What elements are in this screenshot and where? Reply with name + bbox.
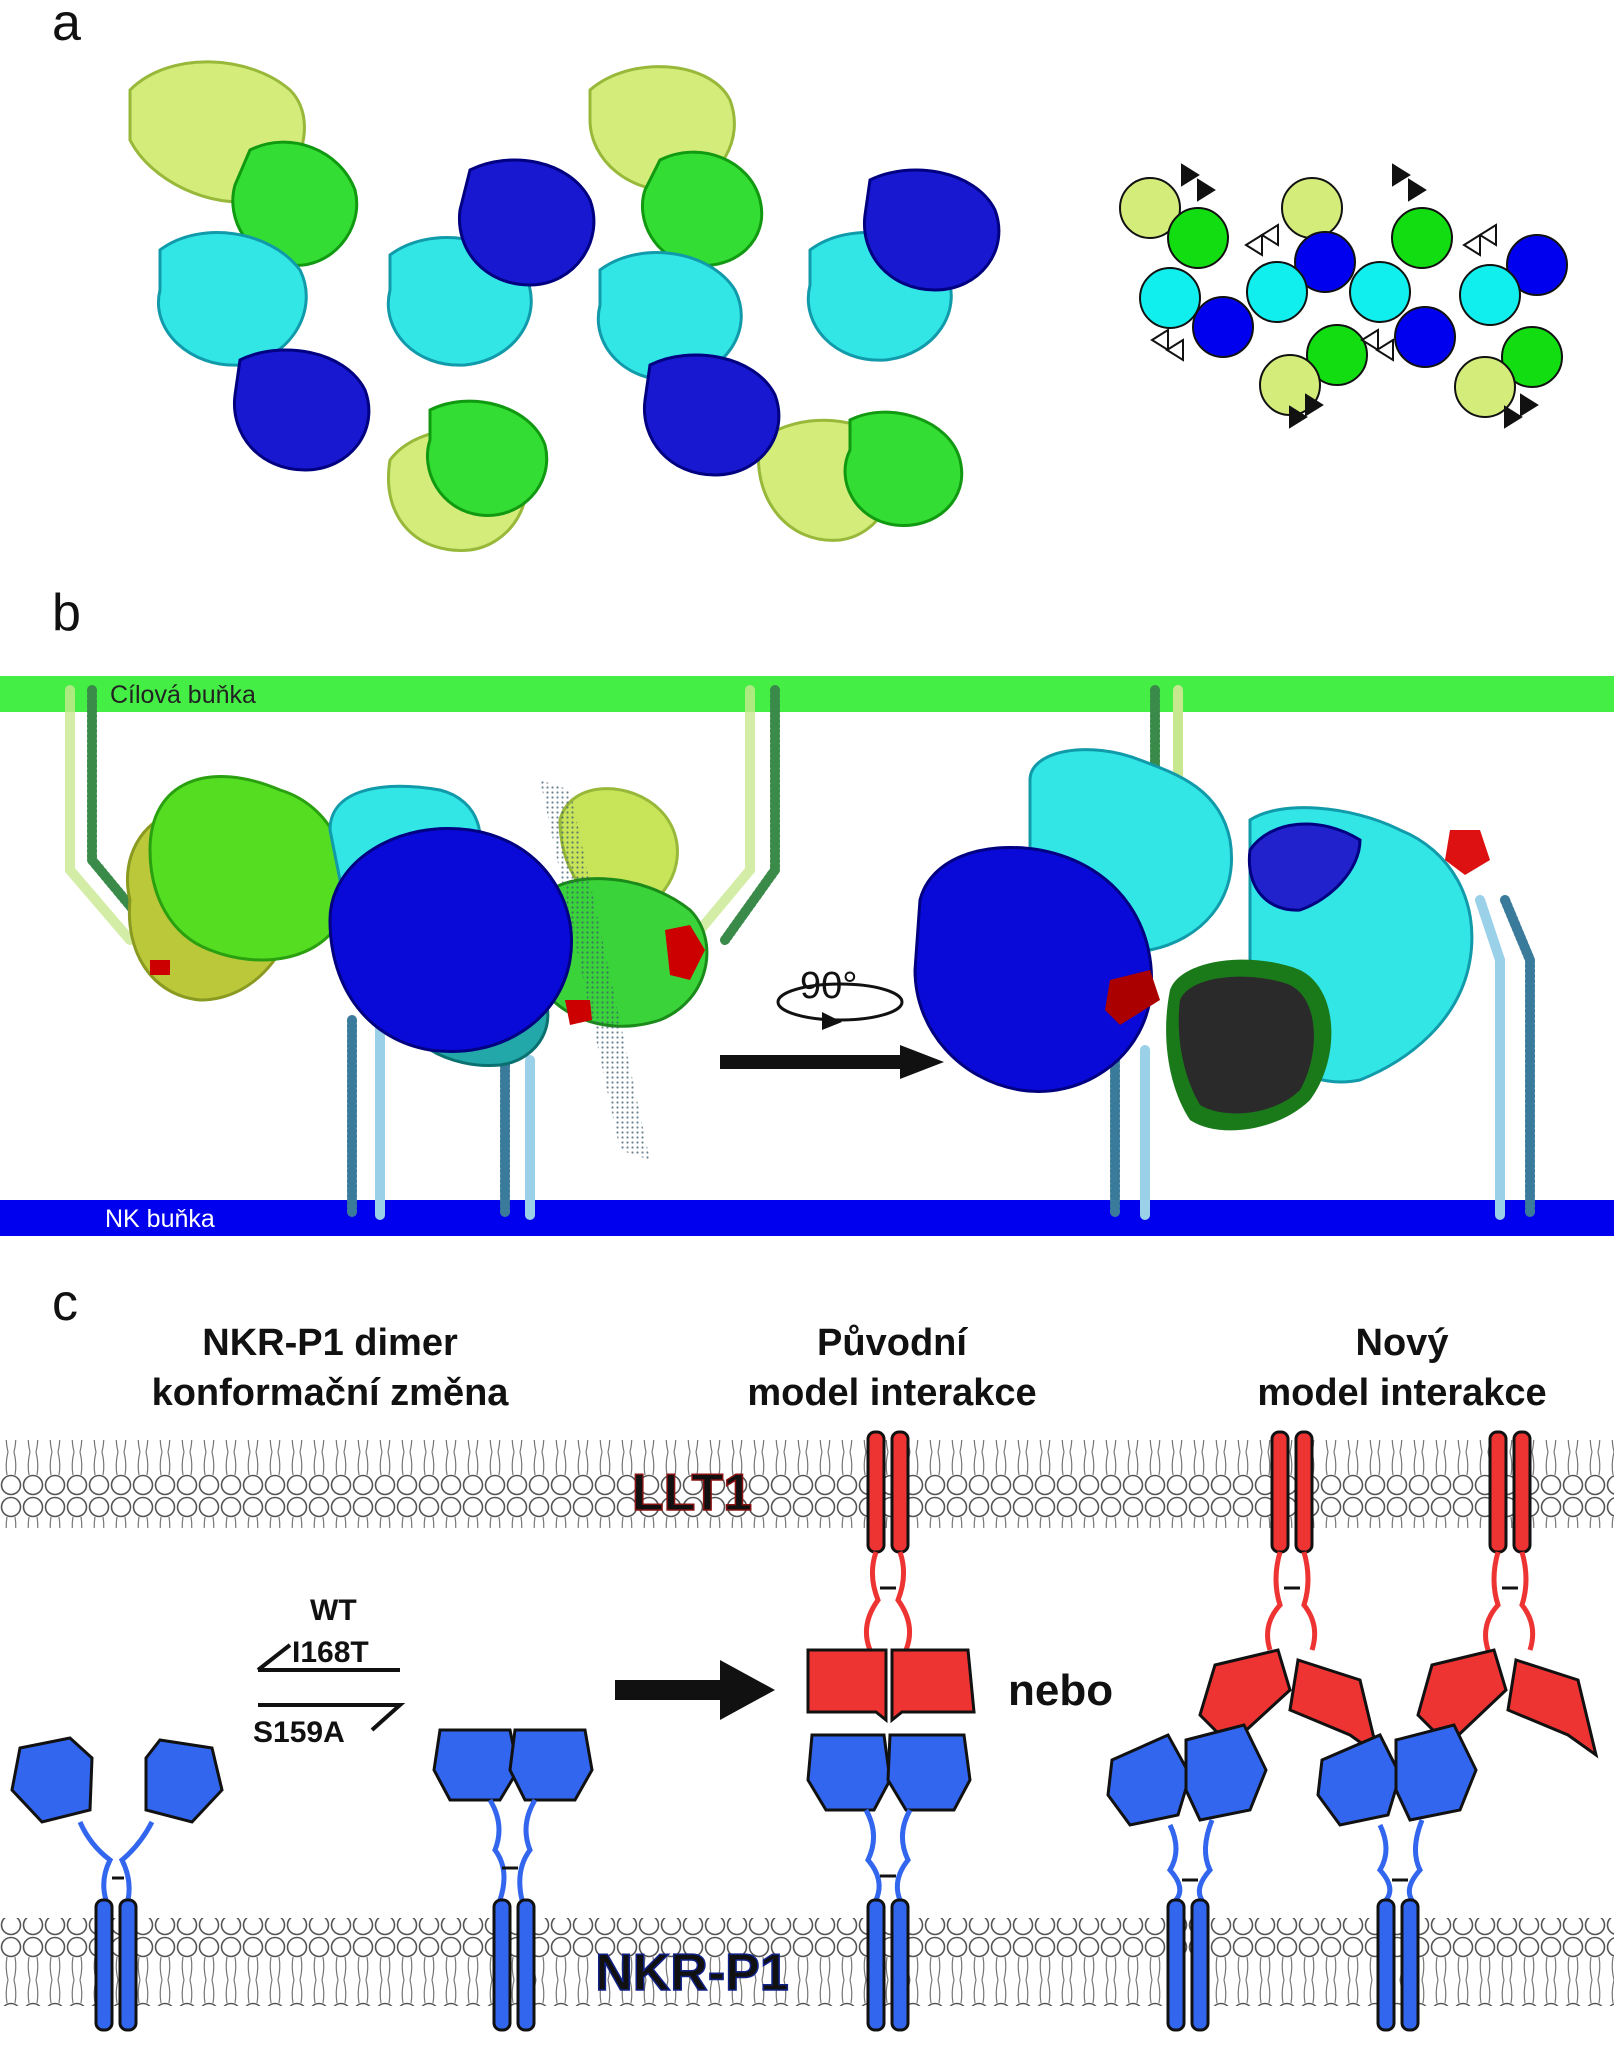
stalks-left <box>65 685 780 1220</box>
panel-c-letter: c <box>52 1274 78 1332</box>
crystal-lattice-ribbons <box>128 60 1001 552</box>
mutant-wt: WT <box>310 1594 357 1627</box>
mutant-legend: WT I168T S159A <box>253 1594 406 1749</box>
nkrp1-closed <box>432 1728 594 2032</box>
mutant-i168t: I168T <box>292 1636 369 1669</box>
panel-a-letter: a <box>52 0 81 52</box>
col3-title-line2: model interakce <box>1257 1372 1546 1414</box>
big-arrow <box>615 1660 775 1720</box>
rotation-symbol: 90° <box>776 965 904 1030</box>
nk-cell-label: NK buňka <box>105 1205 215 1233</box>
col2-title-line2: model interakce <box>747 1372 1036 1414</box>
col1-title-line2: konformační změna <box>152 1372 510 1414</box>
mutant-s159a: S159A <box>253 1716 345 1749</box>
nkrp1-label: NKR-P1 <box>595 1944 789 2002</box>
panel-b-letter: b <box>52 584 81 642</box>
col3-title-line1: Nový <box>1356 1322 1449 1364</box>
surface-complex-left <box>125 775 709 1160</box>
surface-complex-right <box>913 748 1490 1131</box>
lattice-schematic <box>1119 163 1568 429</box>
llt1-label: LLT1 <box>632 1464 752 1522</box>
rotation-label: 90° <box>800 965 857 1007</box>
stalks-right <box>1110 685 1535 1220</box>
nk-cell-membrane <box>0 1200 1614 1236</box>
col2-title-line1: Původní <box>817 1322 968 1364</box>
original-model <box>806 1430 976 2032</box>
target-cell-membrane <box>0 676 1614 712</box>
or-label: nebo <box>1008 1666 1113 1715</box>
nkrp1-open <box>10 1736 224 2032</box>
target-cell-label: Cílová buňka <box>110 681 256 709</box>
new-model <box>1106 1430 1599 2032</box>
bottom-lipid-bilayer <box>0 1918 1614 2006</box>
col1-title-line1: NKR-P1 dimer <box>202 1322 458 1364</box>
top-lipid-bilayer <box>0 1440 1614 1528</box>
